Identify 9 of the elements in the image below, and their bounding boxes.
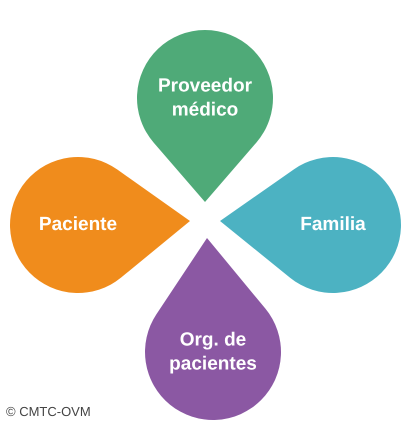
teardrop-shape	[10, 157, 190, 293]
petal-label: Paciente	[38, 213, 118, 237]
petal-label: Proveedor médico	[157, 74, 253, 122]
teardrop-shape	[137, 30, 273, 202]
copyright-note: © CMTC-OVM	[6, 404, 91, 419]
teardrop-shape	[220, 157, 401, 293]
petal-label: Org. de pacientes	[168, 328, 258, 376]
petal-label: Familia	[299, 213, 367, 237]
teardrop-shape	[145, 238, 281, 420]
